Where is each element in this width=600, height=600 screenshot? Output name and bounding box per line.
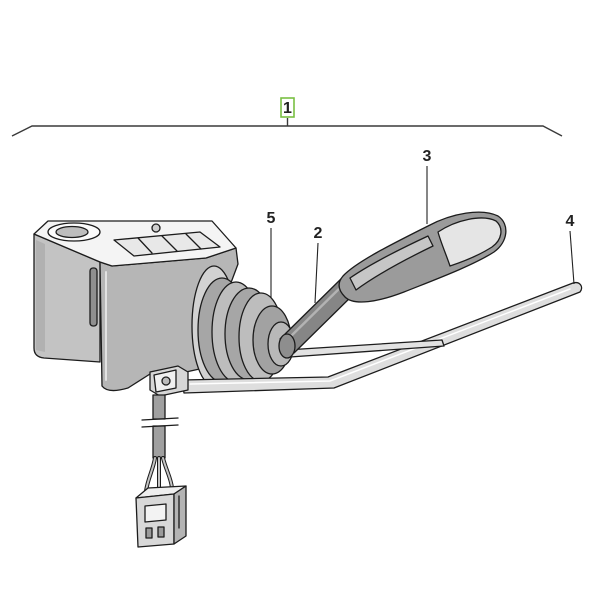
mounting-hole (55, 225, 89, 239)
housing-left-shade (36, 240, 45, 352)
callout-5-label[interactable]: 5 (267, 210, 276, 227)
housing-side-slot (89, 267, 98, 327)
stalk-highlight (189, 288, 571, 385)
connector-pin-slot (145, 527, 153, 539)
connector-pin-slot (157, 526, 165, 538)
callout-3-label[interactable]: 3 (423, 148, 432, 165)
electrical-connector (135, 485, 187, 548)
cable-upper-segment (152, 394, 166, 420)
lever-shaft-highlight (283, 278, 350, 344)
connector-latch (144, 503, 167, 523)
cable-lower-segment (152, 425, 166, 459)
cable-break-mark (141, 424, 179, 428)
connector-side-face (173, 485, 187, 545)
housing-rib-lines (137, 233, 202, 254)
callout-1[interactable]: 1 (280, 97, 295, 118)
leader-lines (270, 166, 575, 304)
callout-4-label[interactable]: 4 (566, 213, 575, 230)
pivot-clip (149, 365, 189, 397)
assembly-bracket (11, 118, 563, 137)
leader-line-2 (314, 242, 319, 304)
callout-2-label[interactable]: 2 (314, 225, 323, 242)
handle-top-band (349, 235, 434, 291)
cable-wires-fill (145, 457, 173, 492)
lever-collar (278, 333, 296, 359)
cable-break-mark (141, 417, 179, 421)
pivot-clip-pin (161, 376, 171, 386)
callout-1-highlight-box (280, 97, 295, 118)
handle-tip-facet (437, 217, 502, 267)
wiper-stalk (181, 281, 583, 394)
housing-screw-hole (151, 223, 161, 233)
wiring-cable (141, 394, 179, 493)
stalk-main-bar (181, 281, 583, 394)
lever-handle (338, 211, 507, 303)
leader-line-4 (569, 230, 575, 285)
housing-rib-block (113, 231, 221, 257)
housing-left-face (33, 233, 101, 363)
callout-1-label[interactable]: 1 (283, 100, 292, 117)
